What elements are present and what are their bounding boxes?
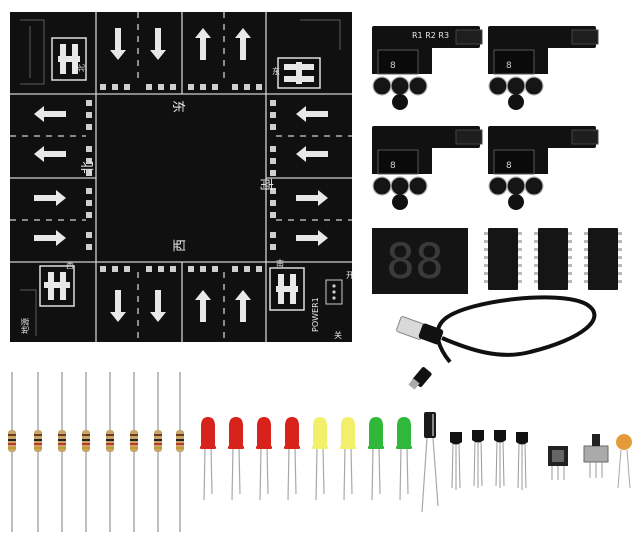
display-module [487, 25, 599, 111]
signal-slot-se [269, 267, 305, 311]
transistor [449, 431, 463, 491]
resistor [33, 371, 43, 533]
power-label: POWER1 [311, 297, 320, 332]
resistor [175, 371, 185, 533]
ground-label: 地源 [20, 318, 30, 334]
svg-text:88: 88 [386, 234, 444, 290]
transistor [515, 431, 529, 491]
label-east: 东 [170, 100, 185, 113]
ceramic-capacitor [616, 434, 632, 489]
led [395, 416, 413, 501]
display-modules: R1 R2 R3 [371, 25, 599, 211]
switch-on-label: 开 [346, 271, 354, 280]
switch-off-label: 关 [334, 330, 342, 340]
corner-label-east: 东 [272, 66, 280, 76]
ic-chip [584, 228, 622, 290]
resistor [81, 371, 91, 533]
led [283, 416, 301, 501]
corner-label-north: 北 [77, 64, 86, 72]
seven-segment-display: 88 [372, 228, 468, 294]
led [311, 416, 329, 501]
resistor [57, 371, 67, 533]
slide-switch [548, 446, 568, 480]
power-switch: 开 POWER1 关 [311, 271, 354, 340]
corner-label-west: 西 [66, 261, 74, 270]
signal-slot-nw [51, 37, 87, 81]
resistor [153, 371, 163, 533]
resistor [129, 371, 139, 533]
resistors [7, 371, 185, 533]
usb-cable [396, 295, 597, 390]
led [255, 416, 273, 501]
resistor [7, 371, 17, 533]
ic-chip [484, 228, 522, 290]
display-module [487, 125, 599, 211]
transistor [493, 429, 507, 489]
corner-label-south: 南 [276, 258, 284, 268]
label-west: 西 [173, 239, 188, 252]
capacitor [421, 412, 439, 513]
module-silkscreen: R1 R2 R3 [412, 31, 449, 40]
led [199, 416, 217, 501]
label-south: 南 [258, 178, 274, 191]
led [227, 416, 245, 501]
transistors [449, 429, 529, 491]
led [339, 416, 357, 501]
toggle-switch [583, 434, 609, 478]
signal-slot-sw [39, 265, 75, 307]
ic-chip [534, 228, 572, 290]
leds [199, 416, 413, 501]
transistor [471, 429, 485, 489]
label-north: 北 [81, 161, 96, 174]
led [367, 416, 385, 501]
resistor [105, 371, 115, 533]
signal-slot-ne [277, 57, 321, 89]
traffic-light-pcb: 北 东 南 西 北 东 西 南 开 POWER1 关 地源 [10, 12, 354, 342]
display-module [371, 125, 483, 211]
